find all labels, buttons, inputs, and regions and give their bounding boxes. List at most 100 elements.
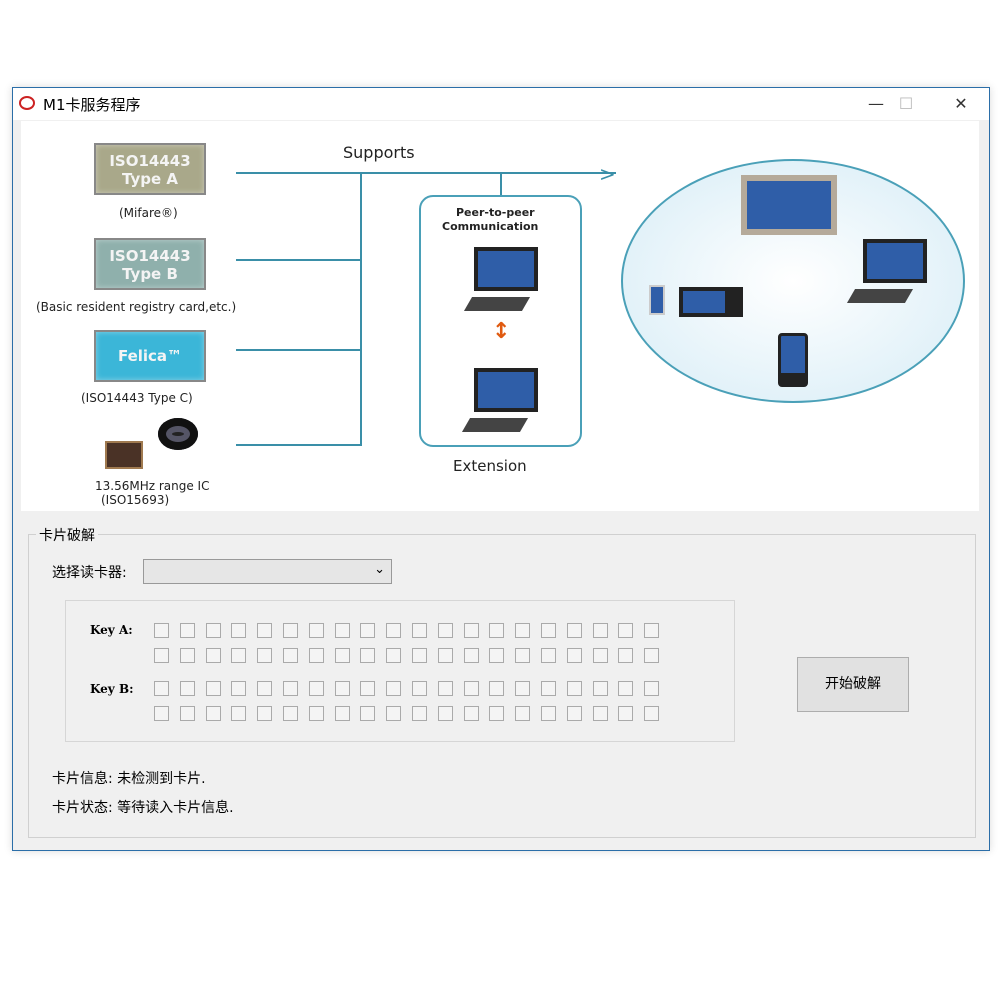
key-b-cell[interactable] (179, 706, 195, 721)
key-a-cell[interactable] (463, 623, 479, 638)
key-a-cell[interactable] (334, 623, 350, 638)
key-a-cell[interactable] (644, 623, 660, 638)
key-b-cell[interactable] (386, 681, 402, 696)
key-b-cell[interactable] (515, 706, 531, 721)
key-b-cell[interactable] (644, 681, 660, 696)
key-b-cell[interactable] (154, 681, 169, 696)
key-b-cell[interactable] (308, 681, 324, 696)
key-b-cell[interactable] (463, 681, 479, 696)
key-a-cell[interactable] (257, 648, 273, 663)
key-b-cell[interactable] (437, 706, 453, 721)
key-a-cell[interactable] (205, 648, 221, 663)
key-b-cell[interactable] (592, 681, 608, 696)
key-b-cell[interactable] (257, 706, 273, 721)
key-a-cell[interactable] (437, 648, 453, 663)
key-b-cell[interactable] (386, 706, 402, 721)
key-a-cell[interactable] (386, 623, 402, 638)
close-button[interactable]: ✕ (954, 94, 968, 113)
key-a-cell[interactable] (231, 623, 247, 638)
key-b-cell[interactable] (618, 706, 634, 721)
key-b-cell[interactable] (566, 706, 582, 721)
key-b-cell[interactable] (231, 706, 247, 721)
key-b-cell[interactable] (205, 706, 221, 721)
key-a-cell[interactable] (283, 623, 298, 638)
key-b-cell[interactable] (592, 706, 608, 721)
key-b-cell[interactable] (205, 681, 221, 696)
extension-label: Extension (453, 457, 527, 475)
key-a-cell[interactable] (334, 648, 350, 663)
key-a-cell[interactable] (515, 623, 531, 638)
key-a-cell[interactable] (644, 648, 660, 663)
key-b-cell[interactable] (541, 681, 556, 696)
key-a-cell[interactable] (283, 648, 298, 663)
key-b-cell[interactable] (489, 681, 505, 696)
bidirectional-arrow-icon: ↕ (492, 319, 511, 344)
minimize-button[interactable]: — (868, 94, 884, 113)
key-b-cell[interactable] (179, 681, 195, 696)
key-a-cell[interactable] (463, 648, 479, 663)
key-b-cell[interactable] (334, 706, 350, 721)
caption-ic: 13.56MHz range IC (95, 479, 210, 493)
key-a-cell[interactable] (412, 623, 427, 638)
key-a-cell[interactable] (360, 648, 376, 663)
key-b-cell[interactable] (360, 706, 376, 721)
key-a-cell[interactable] (566, 648, 582, 663)
key-a-cell[interactable] (179, 648, 195, 663)
maximize-button[interactable]: ☐ (898, 94, 914, 113)
key-b-cell[interactable] (308, 706, 324, 721)
key-b-cell[interactable] (283, 681, 298, 696)
key-b-cell[interactable] (437, 681, 453, 696)
keyboard-icon (846, 289, 914, 303)
key-a-cell[interactable] (231, 648, 247, 663)
key-a-cell[interactable] (154, 623, 169, 638)
key-a-cell[interactable] (489, 648, 505, 663)
key-b-cell[interactable] (566, 681, 582, 696)
key-b-cell[interactable] (231, 681, 247, 696)
key-a-cell[interactable] (308, 648, 324, 663)
key-b-label: Key B: (90, 682, 134, 696)
key-a-cell[interactable] (437, 623, 453, 638)
key-a-cell[interactable] (592, 648, 608, 663)
key-b-cell[interactable] (644, 706, 660, 721)
key-a-cell[interactable] (179, 623, 195, 638)
key-a-cell[interactable] (541, 623, 556, 638)
key-a-cell[interactable] (618, 623, 634, 638)
connector-line (236, 172, 616, 174)
card-status: 卡片状态: 等待读入卡片信息. (52, 800, 234, 816)
computer-icon (863, 239, 927, 283)
key-b-cell[interactable] (360, 681, 376, 696)
key-b-cell[interactable] (489, 706, 505, 721)
key-a-cell[interactable] (360, 623, 376, 638)
key-panel: Key A: Key B: (65, 600, 735, 742)
start-crack-button[interactable]: 开始破解 (797, 657, 909, 712)
card-crack-group (28, 534, 976, 838)
key-b-cell[interactable] (541, 706, 556, 721)
p2p-title-2: Communication (442, 220, 539, 233)
reader-select[interactable]: ⌄ (143, 559, 392, 584)
key-a-cell[interactable] (618, 648, 634, 663)
key-b-cell[interactable] (257, 681, 273, 696)
key-a-cell[interactable] (154, 648, 169, 663)
keyboard-icon (461, 418, 529, 432)
key-a-cell[interactable] (386, 648, 402, 663)
key-a-cell[interactable] (257, 623, 273, 638)
key-a-cell[interactable] (541, 648, 556, 663)
key-b-cell[interactable] (463, 706, 479, 721)
key-a-cell[interactable] (412, 648, 427, 663)
key-b-cell[interactable] (154, 706, 169, 721)
key-a-cell[interactable] (592, 623, 608, 638)
key-b-cell[interactable] (618, 681, 634, 696)
key-a-cell[interactable] (515, 648, 531, 663)
key-a-cell[interactable] (566, 623, 582, 638)
key-a-cell[interactable] (489, 623, 505, 638)
key-a-cell[interactable] (205, 623, 221, 638)
key-b-cell[interactable] (334, 681, 350, 696)
key-b-cell[interactable] (412, 681, 427, 696)
key-a-cell[interactable] (308, 623, 324, 638)
key-b-cell[interactable] (412, 706, 427, 721)
key-b-cell[interactable] (283, 706, 298, 721)
key-b-cell[interactable] (515, 681, 531, 696)
